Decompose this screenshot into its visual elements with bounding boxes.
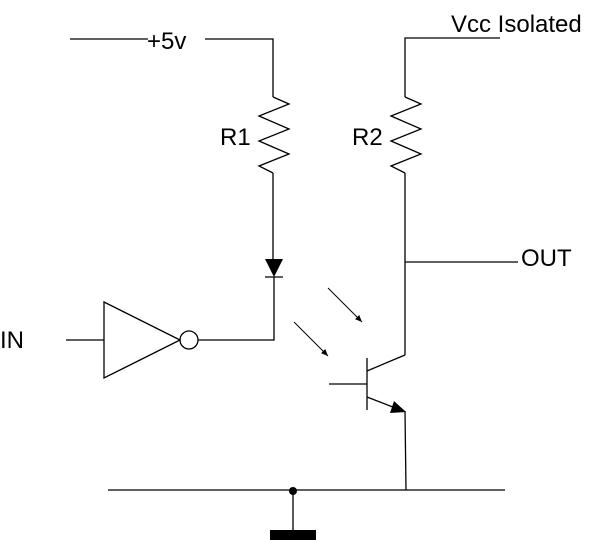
- vcc-isolated-label: Vcc Isolated: [451, 11, 582, 38]
- phototransistor: [329, 354, 406, 413]
- inverter-bubble: [179, 330, 199, 350]
- supply-5v-wire: [70, 38, 274, 97]
- output-label: OUT: [521, 245, 572, 272]
- input-label: IN: [0, 327, 24, 354]
- light-arrow-1: [327, 287, 363, 323]
- collector-lead: [366, 354, 406, 372]
- emitter-arrow: [390, 401, 406, 413]
- r1-label: R1: [220, 124, 251, 151]
- led-diode: [265, 259, 283, 278]
- ground-symbol: [270, 530, 316, 540]
- resistor-r2: [389, 96, 423, 174]
- supply-5v-label: +5v: [147, 28, 186, 55]
- r2-label: R2: [352, 124, 383, 151]
- resistor-r1: [257, 96, 291, 174]
- light-emission-arrows: [293, 287, 363, 357]
- vcc-isolated-wire: [404, 37, 500, 97]
- light-arrow-2: [293, 321, 329, 357]
- emitter-to-ground-wire: [404, 410, 407, 491]
- inverter-gate: [103, 300, 199, 380]
- led-to-inverter-wire: [198, 277, 275, 341]
